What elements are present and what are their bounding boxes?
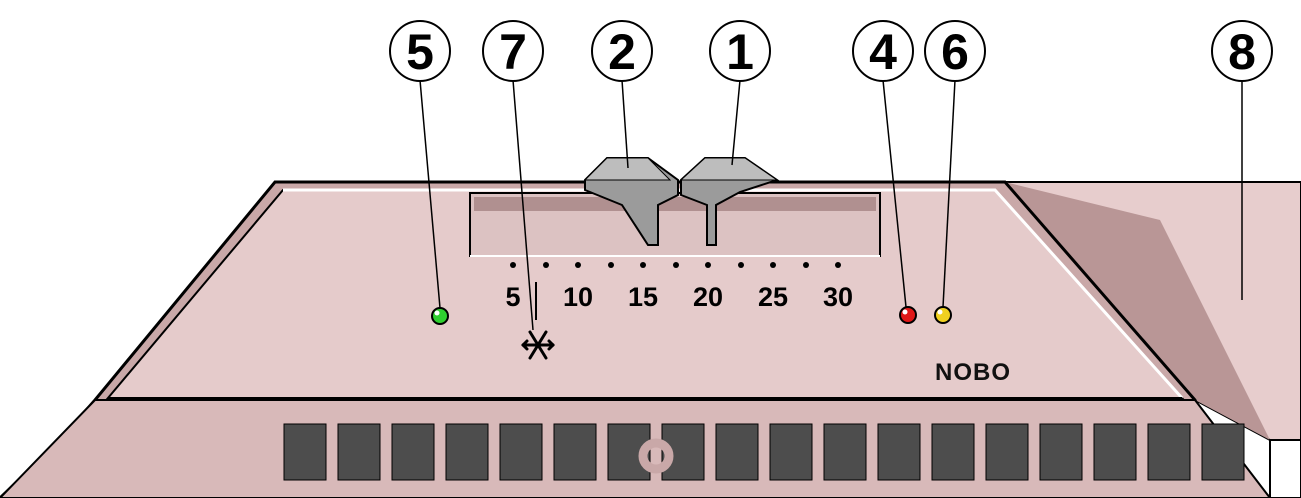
grille-slot — [770, 424, 812, 480]
callout-1: 1 — [710, 21, 770, 81]
red-indicator-light — [900, 307, 916, 323]
scale-label: 15 — [628, 282, 658, 312]
scale-label: 20 — [693, 282, 723, 312]
grille-slot — [1148, 424, 1190, 480]
grille-slot — [284, 424, 326, 480]
grille-slot — [1202, 424, 1244, 480]
grille-slot — [716, 424, 758, 480]
callout-number: 1 — [726, 24, 754, 80]
callout-number: 7 — [499, 24, 527, 80]
thermostat-slider-track — [470, 193, 880, 256]
callout-number: 2 — [608, 24, 636, 80]
callout-5: 5 — [390, 21, 450, 81]
callout-number: 4 — [869, 24, 897, 80]
green-indicator-light — [432, 308, 448, 324]
scale-tick-dot — [835, 262, 841, 268]
grille-slot — [1094, 424, 1136, 480]
scale-tick-dot — [738, 262, 744, 268]
callout-4: 4 — [853, 21, 913, 81]
callout-number: 8 — [1228, 24, 1256, 80]
scale-label: 5 — [505, 282, 520, 312]
scale-tick-dot — [510, 262, 516, 268]
scale-tick-dot — [608, 262, 614, 268]
scale-tick-dot — [673, 262, 679, 268]
callout-number: 5 — [406, 24, 434, 80]
grille-slot — [392, 424, 434, 480]
callout-7: 7 — [483, 21, 543, 81]
grille-slot — [824, 424, 866, 480]
grille-slot — [1040, 424, 1082, 480]
grille-slot — [554, 424, 596, 480]
scale-label: 25 — [758, 282, 788, 312]
scale-tick-dot — [640, 262, 646, 268]
scale-tick-dot — [543, 262, 549, 268]
scale-tick-dot — [803, 262, 809, 268]
grille-slot — [986, 424, 1028, 480]
callout-6: 6 — [925, 21, 985, 81]
scale-tick-dot — [705, 262, 711, 268]
grille-slot — [338, 424, 380, 480]
callout-8: 8 — [1212, 21, 1272, 81]
grille-slot — [500, 424, 542, 480]
yellow-indicator-light — [935, 307, 951, 323]
grille-slot — [932, 424, 974, 480]
scale-tick-dot — [770, 262, 776, 268]
brand-logo-text: NOBO — [935, 359, 1011, 386]
scale-label: 10 — [563, 282, 593, 312]
grille-slot — [878, 424, 920, 480]
callout-number: 6 — [941, 24, 969, 80]
scale-label: 30 — [823, 282, 853, 312]
grille-slot — [446, 424, 488, 480]
scale-tick-dot — [575, 262, 581, 268]
callout-2: 2 — [592, 21, 652, 81]
